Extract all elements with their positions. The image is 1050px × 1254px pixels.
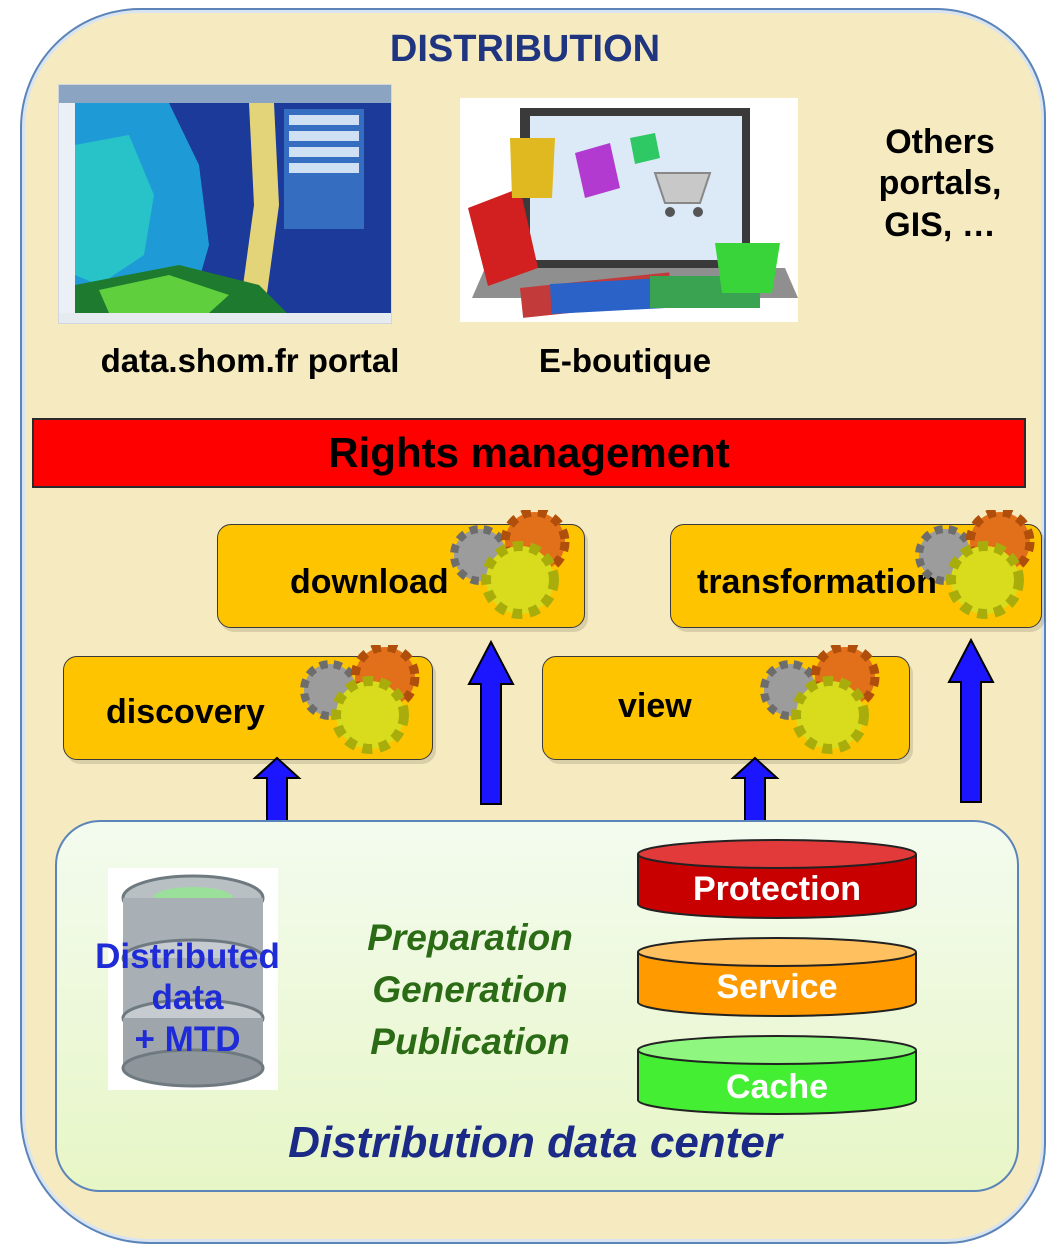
discovery-label: discovery xyxy=(106,693,265,731)
arrow-up-icon xyxy=(252,756,302,822)
portal-screenshot xyxy=(58,84,392,324)
service-layer xyxy=(637,937,917,1017)
data-center-title: Distribution data center xyxy=(288,1118,782,1167)
download-label: download xyxy=(290,563,449,601)
arrow-up-icon xyxy=(730,756,780,822)
service-layer-label: Service xyxy=(716,968,838,1006)
others-portals-label: Others portals, GIS, … xyxy=(878,123,1002,244)
rights-management-bar: Rights management xyxy=(32,418,1026,488)
cache-layer xyxy=(637,1035,917,1115)
diagram-title: DISTRIBUTION xyxy=(389,28,661,70)
gears-icon xyxy=(760,645,880,754)
process-steps-label: Preparation Generation Publication xyxy=(367,917,573,1062)
arrow-up-icon xyxy=(467,640,515,805)
distributed-data-label: Distributed data + MTD xyxy=(95,937,280,1059)
gears-icon xyxy=(300,645,420,754)
portal-caption: data.shom.fr portal xyxy=(100,342,400,379)
gears-icon xyxy=(915,510,1035,619)
view-label: view xyxy=(618,687,692,725)
boutique-caption: E-boutique xyxy=(538,342,712,379)
cache-label: Cache xyxy=(725,1068,829,1106)
protection-layer xyxy=(637,839,917,919)
gears-icon xyxy=(450,510,570,619)
arrow-up-icon xyxy=(947,638,995,803)
database-icon xyxy=(108,868,278,1090)
transformation-label: transformation xyxy=(697,563,937,601)
protection-label: Protection xyxy=(692,870,862,908)
e-boutique-image xyxy=(460,98,798,322)
